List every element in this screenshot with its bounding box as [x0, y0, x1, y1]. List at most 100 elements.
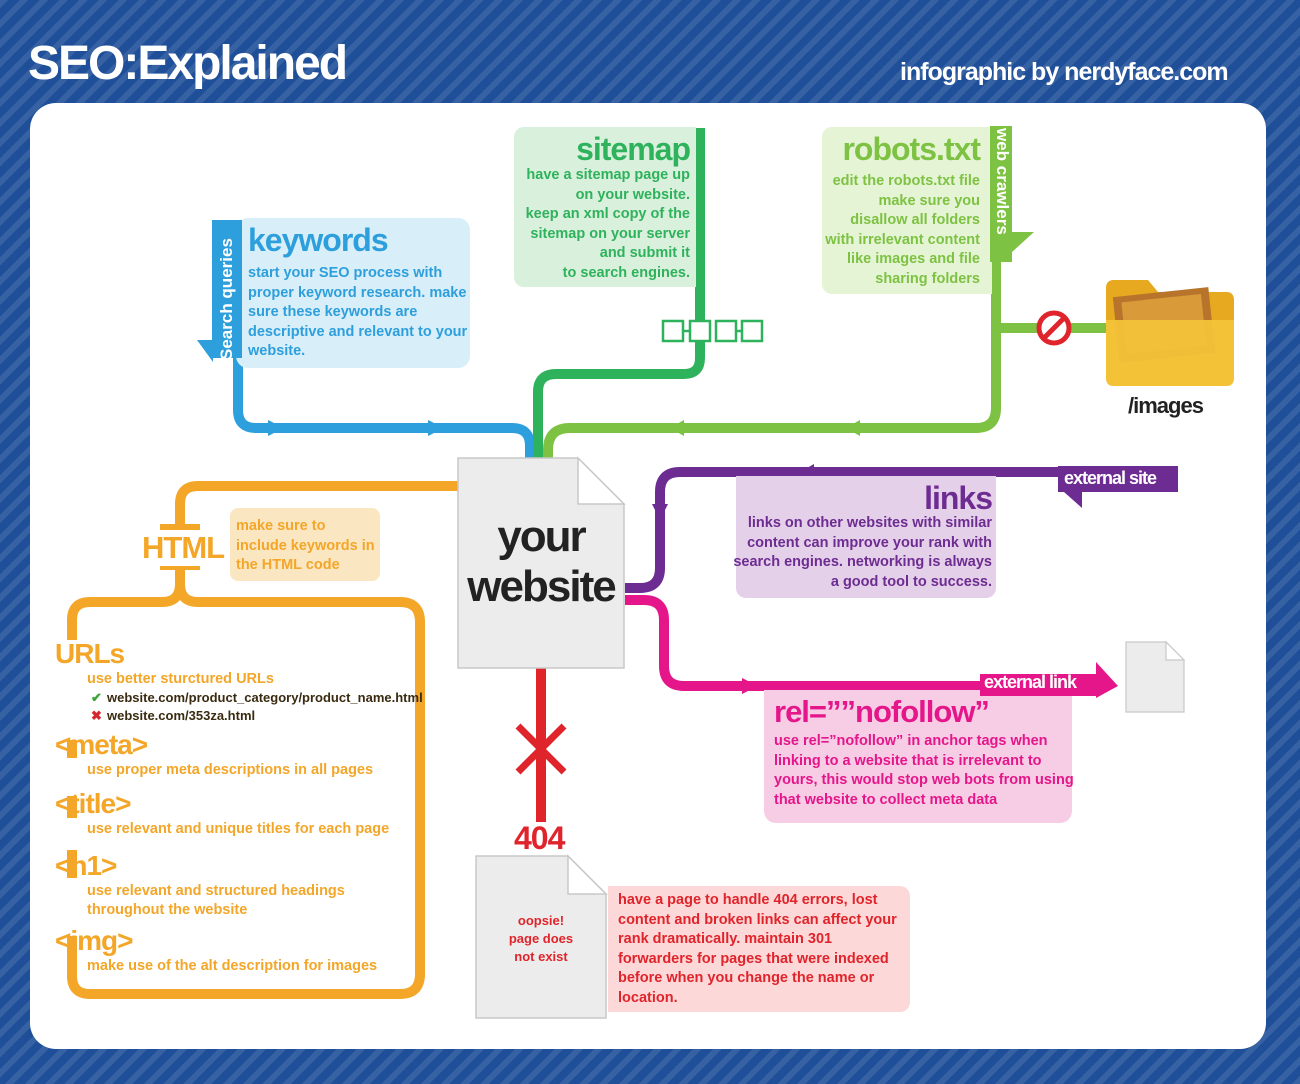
sitemap-box: sitemap have a sitemap page up on your w… [514, 127, 696, 287]
sitemap-text: have a sitemap page up on your website. … [526, 166, 690, 283]
your-website-label: your website [458, 512, 624, 612]
cross-icon: ✖ [91, 708, 102, 723]
html-item-title: <title> use relevant and unique titles f… [55, 788, 395, 839]
external-site-tag-tail [1064, 492, 1082, 508]
page-title: SEO:Explained [28, 37, 348, 90]
url-bad-text: website.com/353za.html [107, 708, 256, 723]
error-page-icon [475, 854, 608, 1019]
keywords-text: start your SEO process with proper keywo… [248, 265, 468, 359]
error-cross-2 [515, 723, 567, 775]
credit-text: infographic by nerdyface.com [900, 58, 1229, 86]
html-item-meta-title: <meta> [55, 729, 148, 760]
html-item-meta-desc: use proper meta descriptions in all page… [87, 762, 374, 778]
external-link-tag-bg [980, 674, 1100, 696]
error-page-line-2: page does [508, 931, 574, 946]
html-item-h1-title: <h1> [55, 850, 117, 881]
robots-line-6: sharing folders [875, 270, 980, 287]
nofollow-box: rel=””nofollow” use rel=”nofollow” in an… [764, 690, 1074, 823]
html-item-img: <img> make use of the alt description fo… [55, 925, 395, 976]
sitemap-line-3: keep an xml copy of the [525, 206, 690, 222]
search-queries-flag-tail [197, 340, 213, 362]
sitemap-line-2: on your website. [575, 186, 690, 203]
sitemap-line [533, 128, 705, 462]
url-good-text: website.com/product_category/product_nam… [107, 690, 423, 705]
html-note-box: make sure to include keywords in the HTM… [230, 508, 380, 581]
html-item-meta: <meta> use proper meta descriptions in a… [55, 729, 395, 780]
external-page-icon [1125, 640, 1186, 713]
website-page-icon [457, 456, 626, 669]
robots-arrow-2 [670, 420, 684, 436]
external-link-tag: external link [984, 672, 1077, 692]
sitemap-line-4: sitemap on your server [530, 225, 690, 242]
html-item-h1-desc: use relevant and structured headings thr… [87, 883, 345, 918]
robots-line-5: like images and file [847, 251, 980, 267]
url-bad-example: ✖ website.com/353za.html [55, 707, 425, 725]
robots-arrow-1 [846, 420, 860, 436]
nofollow-title: rel=””nofollow” [774, 694, 990, 729]
keywords-title: keywords [248, 222, 389, 258]
robots-line-2: make sure you [878, 192, 980, 209]
error-box: have a page to handle 404 errors, lost c… [608, 886, 910, 1012]
folder-icon [1106, 280, 1234, 386]
error-page-line-3: not exist [514, 949, 568, 964]
sitemap-title: sitemap [576, 131, 691, 167]
robots-text: edit the robots.txt file make sure you d… [825, 172, 980, 289]
html-item-img-title: <img> [55, 925, 133, 956]
links-line-4: a good tool to success. [830, 573, 992, 590]
html-item-urls-desc: use better sturctured URLs [87, 671, 274, 687]
search-queries-flag [212, 220, 242, 358]
robots-line [543, 128, 1001, 462]
robots-box: robots.txt edit the robots.txt file make… [822, 127, 992, 294]
error-code: 404 [514, 820, 565, 856]
robots-line-3: disallow all folders [850, 212, 980, 228]
html-line [175, 481, 458, 524]
links-line-3: search engines. networking is always [733, 554, 992, 570]
html-note-text: make sure to include keywords in the HTM… [236, 518, 375, 573]
external-site-tag-bg [1058, 466, 1178, 492]
links-title: links [924, 480, 993, 516]
html-item-urls: URLs use better sturctured URLs ✔ website… [55, 638, 425, 725]
nofollow-text: use rel=”nofollow” in anchor tags when l… [774, 733, 1074, 808]
web-crawlers-flag [990, 126, 1012, 262]
links-arrow-2 [652, 504, 668, 520]
sitemap-line-6: to search engines. [562, 264, 690, 281]
links-text: links on other websites with similar con… [733, 514, 992, 592]
links-line-1: links on other websites with similar [747, 515, 992, 531]
html-item-title-title: <title> [55, 788, 131, 819]
external-site-tag: external site [1064, 468, 1157, 488]
html-label: HTML [140, 530, 227, 566]
your-website-line-1: your [497, 512, 586, 561]
robots-title: robots.txt [842, 131, 981, 167]
keywords-arrow-2 [428, 420, 444, 436]
keywords-arrow-1 [268, 420, 284, 436]
html-item-img-desc: make use of the alt description for imag… [87, 958, 378, 974]
links-box: links links on other websites with simil… [733, 476, 996, 598]
sitemap-line-5: and submit it [599, 245, 690, 261]
check-icon: ✔ [91, 690, 102, 705]
html-item-urls-title: URLs [55, 638, 125, 669]
folder-label: /images [1128, 393, 1204, 418]
html-tree-line [67, 568, 425, 999]
error-page-text: oopsie! page does not exist [486, 912, 596, 966]
error-text: have a page to handle 404 errors, lost c… [618, 892, 897, 1006]
nofollow-line [625, 595, 1100, 691]
error-page-line-1: oopsie! [517, 913, 565, 928]
robots-line-4: with irrelevant content [825, 231, 980, 248]
your-website-line-2: website [467, 562, 616, 611]
html-item-title-desc: use relevant and unique titles for each … [87, 821, 390, 837]
web-crawlers-label: web crawlers [993, 128, 1012, 235]
links-line [625, 467, 1090, 593]
search-queries-label: Search queries [217, 238, 236, 360]
sitemap-line-1: have a sitemap page up [526, 167, 690, 183]
keywords-box: keywords start your SEO process with pro… [236, 218, 470, 368]
nofollow-arrowhead [1096, 662, 1118, 698]
links-line-2: content can improve your rank with [747, 534, 992, 551]
keywords-line [233, 355, 535, 462]
no-entry-icon [1036, 310, 1072, 346]
url-good-example: ✔ website.com/product_category/product_na… [55, 689, 425, 707]
nofollow-arrow [742, 678, 758, 694]
sitemap-hierarchy-icon [661, 310, 764, 350]
html-item-h1: <h1> use relevant and structured heading… [55, 850, 365, 920]
robots-line-1: edit the robots.txt file [832, 173, 980, 189]
